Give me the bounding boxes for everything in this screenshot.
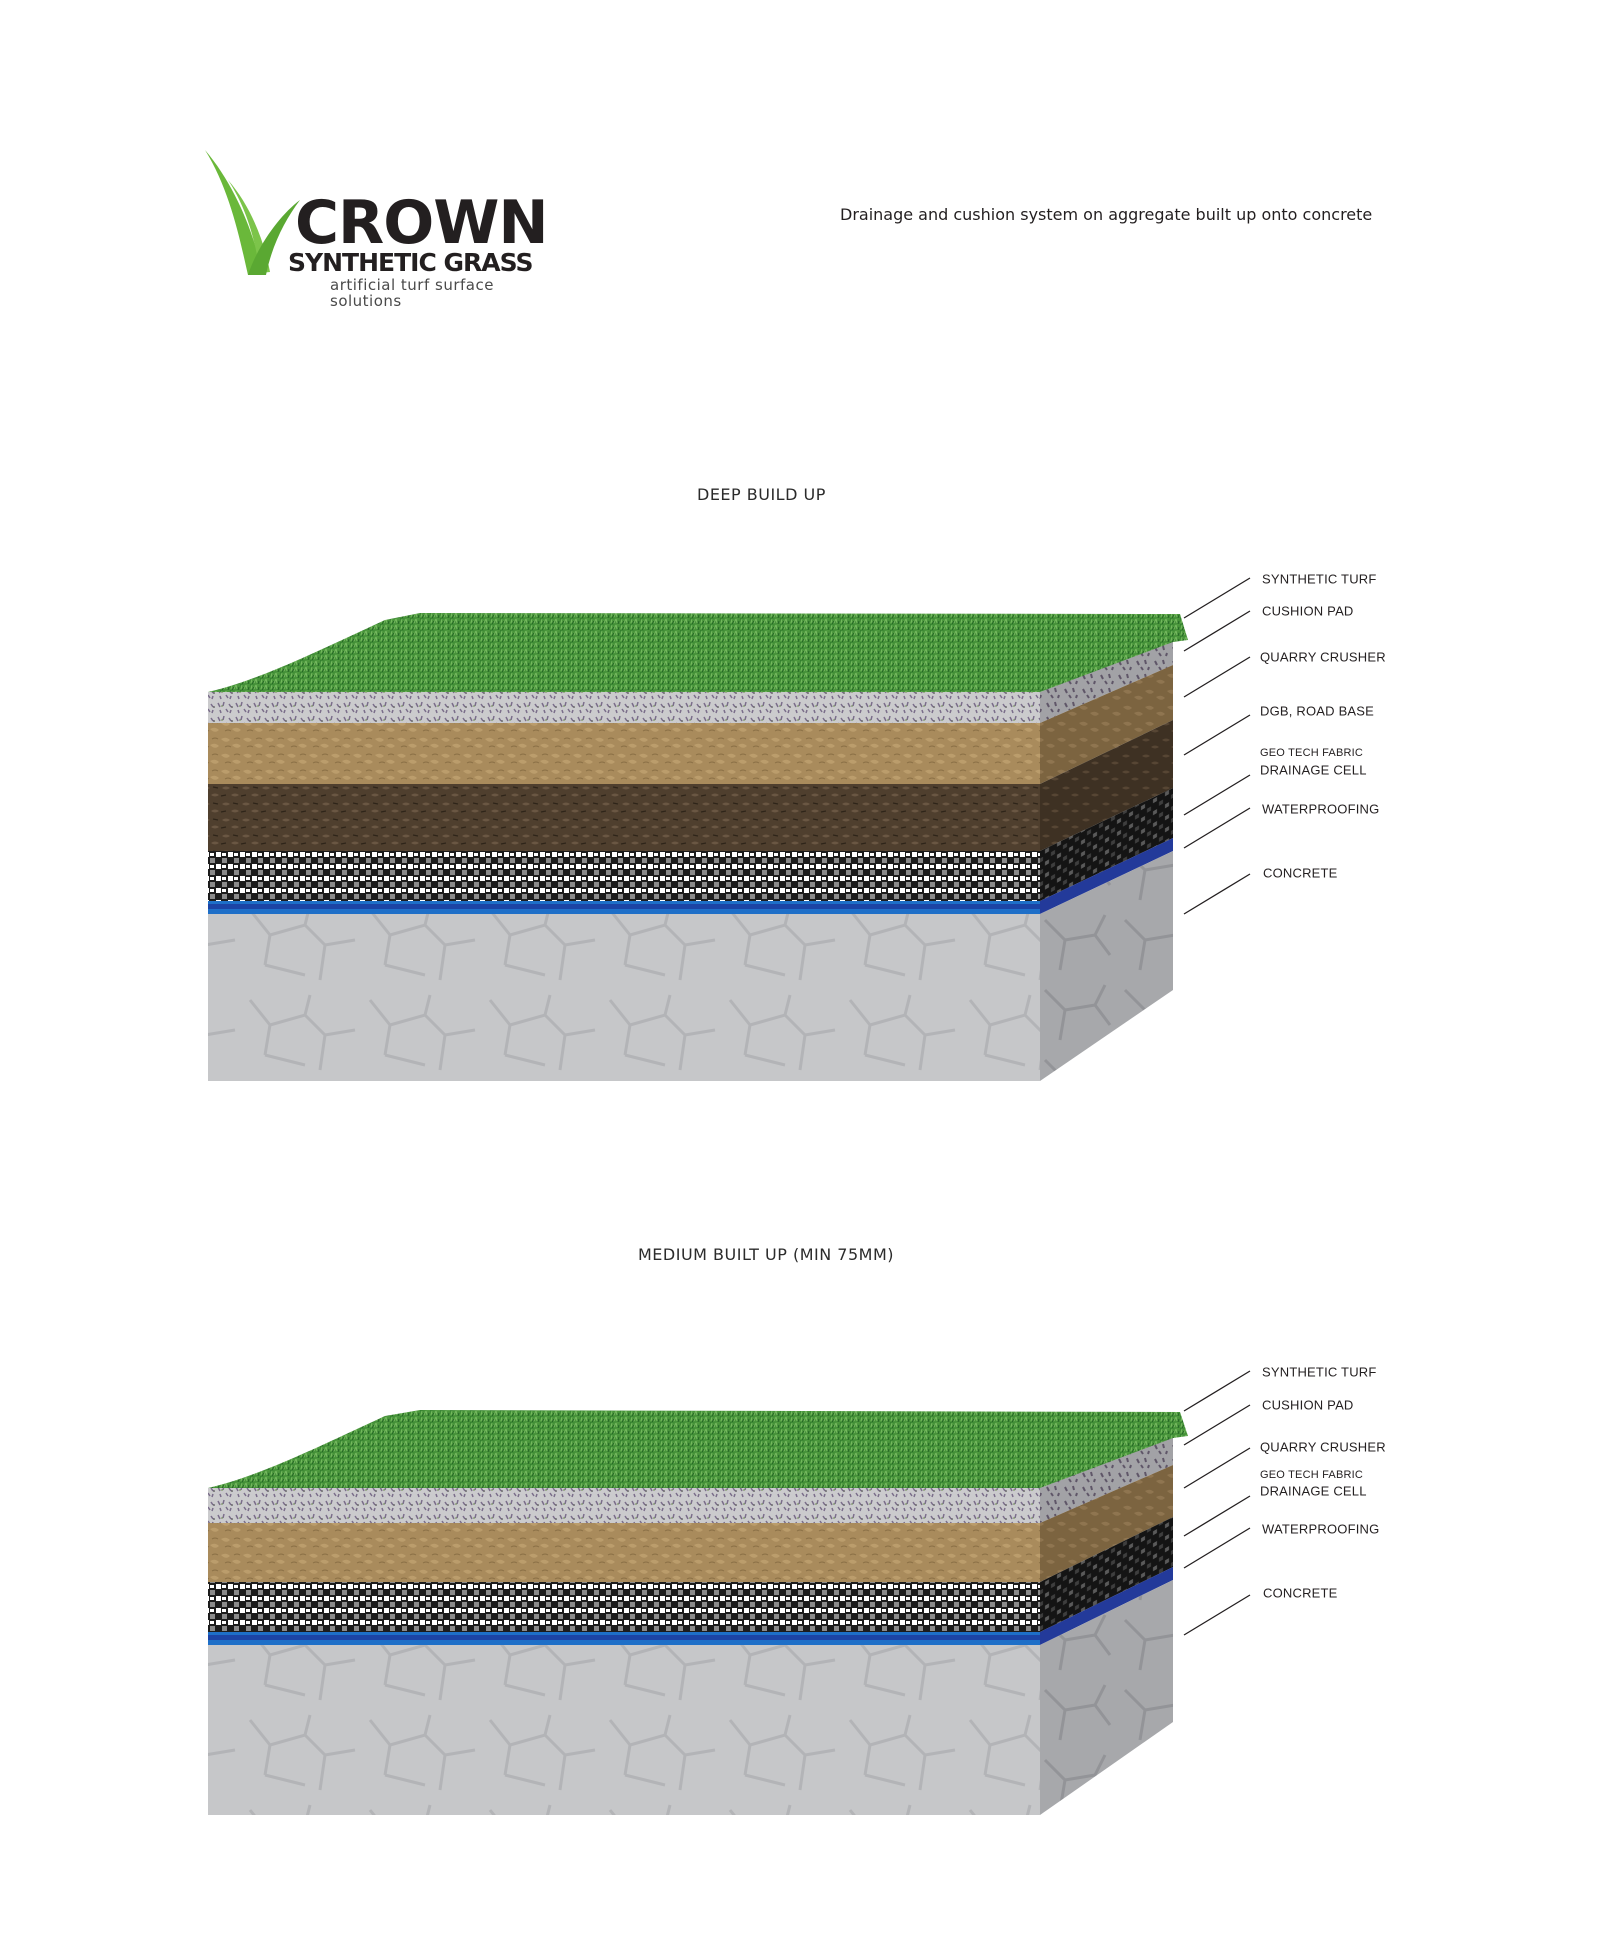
layer-dgb-side [1040, 665, 1173, 784]
label-geo-tech-fabric: GEO TECH FABRIC [1260, 747, 1364, 759]
layer-geo-tech-fabric [208, 1523, 1040, 1582]
label-quarry-crusher: QUARRY CRUSHER [1260, 649, 1386, 665]
section-title-medium: MEDIUM BUILT UP (MIN 75MM) [638, 1245, 895, 1264]
label-synthetic-turf: SYNTHETIC TURF [1262, 571, 1377, 587]
deep-build-up-block [208, 613, 1188, 1081]
label-waterproofing: WATERPROOFING [1262, 801, 1380, 817]
label-drainage-cell: DRAINAGE CELL [1260, 1483, 1367, 1499]
layer-dgb-road-base [208, 723, 1040, 784]
label-quarry-crusher: QUARRY CRUSHER [1260, 1439, 1386, 1455]
layer-quarry-crusher [208, 692, 1040, 723]
grass-blade-icon [205, 150, 300, 275]
medium-build-up-block [208, 1410, 1188, 1815]
layer-waterproofing-side [1040, 838, 1173, 914]
layer-drainage-cell-side [1040, 788, 1173, 901]
logo-tagline: artificial turf surface solutions [330, 276, 494, 310]
logo-brand-line1: CROWN [295, 188, 549, 258]
label-dgb-road-base: DGB, ROAD BASE [1260, 703, 1375, 719]
label-concrete: CONCRETE [1263, 1585, 1338, 1601]
layer-geo-tech-soil [208, 784, 1040, 851]
label-synthetic-turf: SYNTHETIC TURF [1262, 1364, 1377, 1380]
logo-brand-line2: SYNTHETIC GRASS [288, 248, 533, 277]
layer-soil-side [1040, 720, 1173, 851]
page-subtitle: Drainage and cushion system on aggregate… [840, 205, 1373, 224]
layer-concrete [208, 914, 1040, 1081]
label-concrete: CONCRETE [1263, 865, 1338, 881]
label-drainage-cell: DRAINAGE CELL [1260, 762, 1367, 778]
layer-drainage-cell [208, 851, 1040, 901]
medium-leader-lines [1183, 1370, 1251, 1636]
layer-synthetic-turf [208, 1410, 1188, 1488]
layer-quarry-crusher-side [1040, 640, 1173, 723]
section-title-deep: DEEP BUILD UP [697, 485, 826, 504]
company-logo: CROWN SYNTHETIC GRASS artificial turf su… [200, 145, 570, 309]
label-cushion-pad: CUSHION PAD [1262, 1397, 1354, 1413]
layer-quarry-crusher [208, 1488, 1040, 1523]
layer-synthetic-turf [208, 613, 1188, 692]
layer-concrete [208, 1645, 1040, 1815]
label-geo-tech-fabric: GEO TECH FABRIC [1260, 1469, 1364, 1481]
layer-drainage-cell [208, 1582, 1040, 1632]
layer-concrete-side [1040, 851, 1173, 1081]
deep-leader-lines [1183, 577, 1251, 915]
label-cushion-pad: CUSHION PAD [1262, 603, 1354, 619]
label-waterproofing: WATERPROOFING [1262, 1521, 1380, 1537]
